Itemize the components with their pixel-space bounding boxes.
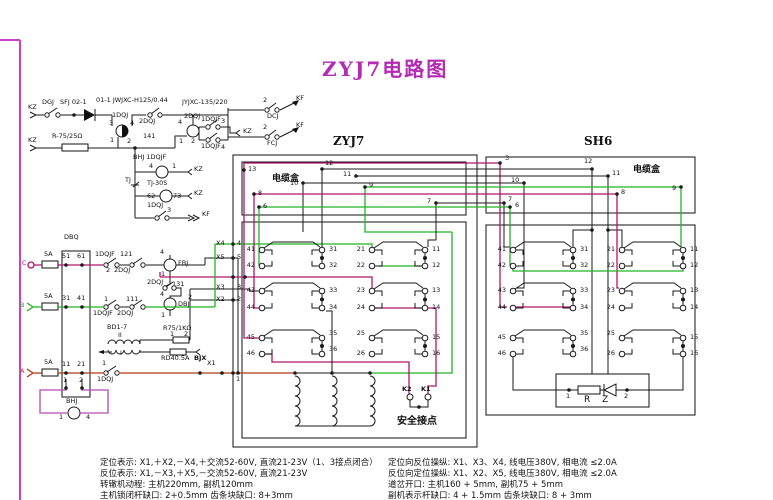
control-circuit-wires bbox=[29, 100, 299, 222]
green-x4-wire bbox=[146, 243, 373, 308]
kf-arrow-icon bbox=[292, 127, 299, 133]
fuse-5a-c bbox=[41, 260, 59, 269]
wire-12 bbox=[321, 168, 593, 374]
zyj7-magenta-k2 bbox=[265, 353, 410, 394]
contact-groups bbox=[258, 241, 687, 358]
zyj7-cable-box bbox=[241, 161, 467, 216]
sh6-cable-box bbox=[485, 156, 696, 214]
dbq-wires bbox=[65, 255, 259, 388]
footnote-right-1: 定位向反位操纵: X1、X3、X4, 线电压380V, 相电流 ≤2.0A bbox=[388, 458, 617, 468]
zyj7-outer-box bbox=[232, 154, 478, 448]
fuse-rd40 bbox=[169, 348, 187, 356]
phase-c-icon bbox=[27, 261, 35, 269]
kf-arrow-icon bbox=[292, 100, 299, 106]
footnote-right-4: 副机表示杆缺口: 4 + 1.5mm 齿条块缺口: 8 + 3mm bbox=[388, 491, 592, 500]
magenta-bus bbox=[159, 272, 373, 288]
footnote-right-2: 反位向定位操纵: X1、X2、X5, 线电压380V, 相电流 ≤2.0A bbox=[388, 469, 617, 479]
footnote-right-3: 道岔开口: 主机160 + 5mm, 副机75 + 5mm bbox=[388, 480, 563, 490]
k2-terminal bbox=[406, 393, 414, 401]
resistor-r75-25 bbox=[61, 143, 89, 152]
wire-6-green bbox=[258, 206, 511, 266]
page-border bbox=[0, 39, 21, 500]
diode-z-icon bbox=[602, 383, 617, 397]
resistor-r75-1k bbox=[172, 336, 190, 344]
wire-7 bbox=[427, 202, 510, 248]
wire-9-green bbox=[364, 186, 682, 374]
wire-11 bbox=[356, 175, 623, 374]
relay-coils bbox=[67, 124, 200, 420]
footnote-left-1: 定位表示: X1,＋X2,－X4,＋交流52-60V, 直流21-23V（1、3… bbox=[100, 458, 378, 468]
footnote-left-3: 转辙机动程: 主机220mm, 副机120mm bbox=[100, 480, 254, 490]
page-title: ZYJ7电路图 bbox=[322, 57, 449, 81]
sh6-rz-wires bbox=[512, 357, 684, 396]
resistor-r bbox=[577, 385, 601, 395]
zyj7-main-box bbox=[241, 221, 467, 439]
contact-points bbox=[44, 107, 280, 376]
wire-10 bbox=[302, 182, 525, 289]
wire-13-3 bbox=[243, 162, 507, 339]
sh6-green-bus bbox=[512, 269, 684, 272]
junction-dots bbox=[64, 113, 683, 409]
footnote-left-4: 主机锁闭杆缺口: 2+0.5mm 齿条块缺口: 8+3mm bbox=[100, 491, 293, 500]
fuse-5a-a bbox=[41, 368, 59, 377]
zyj7-magenta-k1 bbox=[375, 307, 437, 394]
zyj7-motor-wires bbox=[294, 310, 429, 427]
fuse-5a-b bbox=[41, 302, 59, 311]
arrow-icon bbox=[98, 350, 104, 354]
sh6-main-box bbox=[485, 224, 696, 416]
k1-terminal bbox=[424, 393, 432, 401]
dbq-box bbox=[61, 250, 91, 398]
wire-8-magenta bbox=[253, 193, 619, 309]
footnote-left-2: 反位表示: X1,－X3,＋X5,－交流52-60V, 直流21-23V bbox=[100, 469, 308, 479]
diode-icon bbox=[84, 109, 95, 121]
